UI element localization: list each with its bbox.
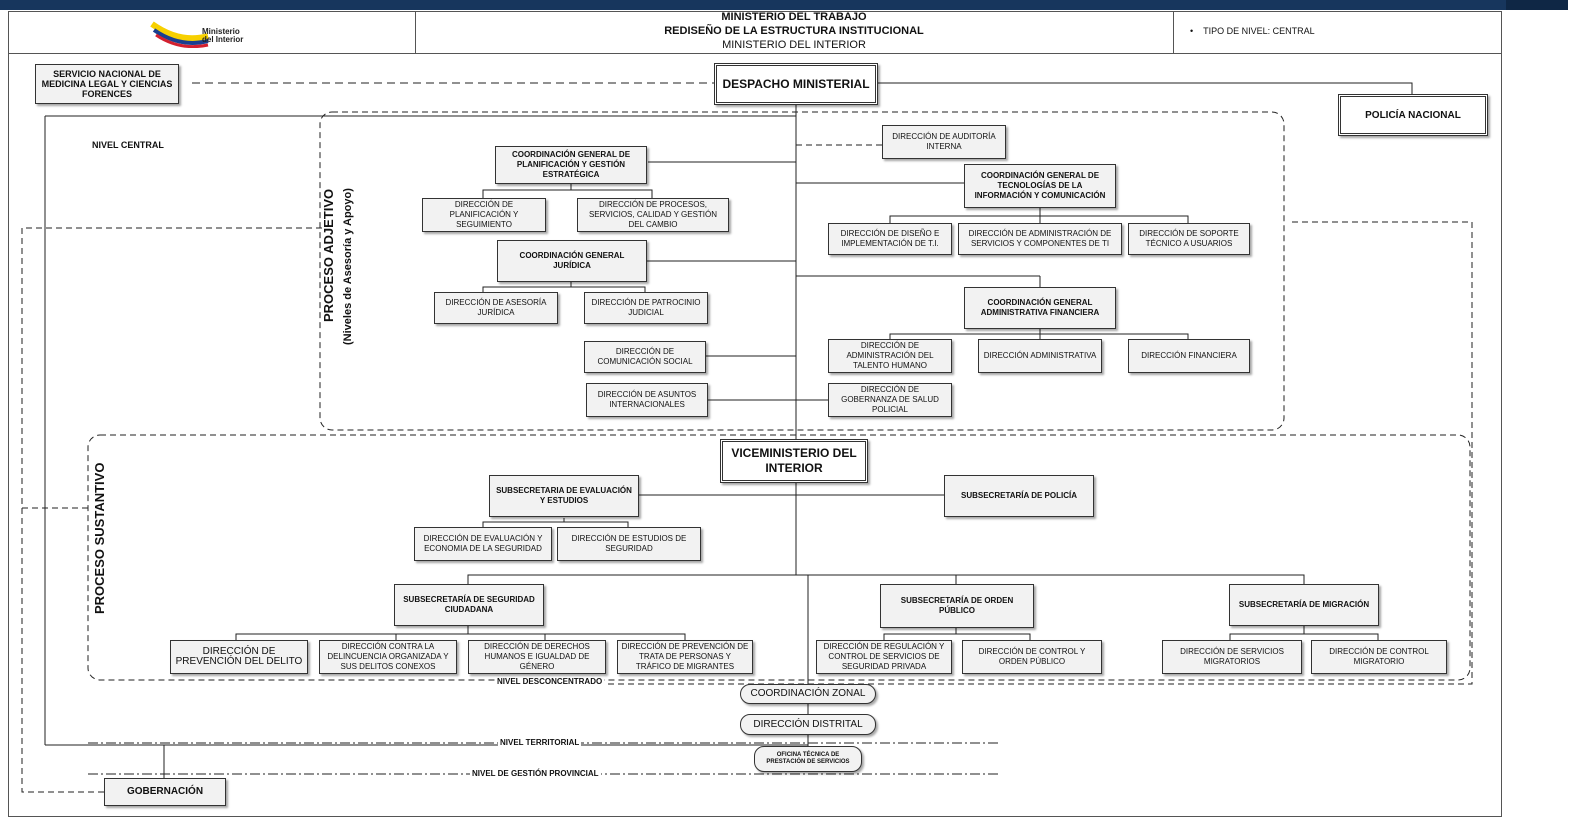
s-evaluacion-box: SUBSECRETARIA DE EVALUACIÓN Y ESTUDIOS [489, 475, 639, 517]
s-policia-box: SUBSECRETARÍA DE POLICÍA [944, 475, 1094, 517]
logo-text-2: del Interior [202, 35, 244, 44]
despacho-box: DESPACHO MINISTERIAL [714, 63, 878, 105]
viceministerio-box: VICEMINISTERIO DEL INTERIOR [720, 439, 868, 483]
d-prevencion-box: DIRECCIÓN DE PREVENCIÓN DEL DELITO [170, 640, 308, 674]
proceso-sustantivo-label: PROCESO SUSTANTIVO [92, 462, 107, 614]
d-regulacion-box: DIRECCIÓN DE REGULACIÓN Y CONTROL DE SER… [816, 640, 952, 674]
servicio-medicina-box: SERVICIO NACIONAL DE MEDICINA LEGAL Y CI… [35, 64, 179, 104]
tipo-nivel-text: TIPO DE NIVEL: CENTRAL [1203, 26, 1315, 36]
sustantivo-region [87, 434, 1471, 681]
header-tipo-cell [1173, 11, 1502, 54]
top-banner-right [1506, 0, 1568, 10]
oficina-tecnica-box: OFICINA TÉCNICA DE PRESTACIÓN DE SERVICI… [754, 746, 862, 772]
s-orden-box: SUBSECRETARÍA DE ORDEN PÚBLICO [880, 584, 1034, 628]
nivel-territorial-label: NIVEL TERRITORIAL [498, 738, 582, 747]
logo-text-1: Ministerio [202, 27, 240, 36]
d-planificacion-box: DIRECCIÓN DE PLANIFICACIÓN Y SEGUIMIENTO [422, 198, 546, 232]
d-procesos-box: DIRECCIÓN DE PROCESOS, SERVICIOS, CALIDA… [577, 198, 729, 232]
d-servicios-mig-box: DIRECCIÓN DE SERVICIOS MIGRATORIOS [1162, 640, 1302, 674]
coord-zonal-box: COORDINACIÓN ZONAL [740, 684, 876, 704]
d-control-mig-box: DIRECCIÓN DE CONTROL MIGRATORIO [1311, 640, 1447, 674]
title-line-2: REDISEÑO DE LA ESTRUCTURA INSTITUCIONAL [664, 25, 924, 37]
dir-distrital-box: DIRECCIÓN DISTRITAL [740, 714, 876, 735]
header-title: MINISTERIO DEL TRABAJO REDISEÑO DE LA ES… [415, 10, 1173, 52]
cg-tic-box: COORDINACIÓN GENERAL DE TECNOLOGÍAS DE L… [964, 164, 1116, 208]
auditoria-box: DIRECCIÓN DE AUDITORÍA INTERNA [882, 125, 1006, 159]
d-diseno-ti-box: DIRECCIÓN DE DISEÑO E IMPLEMENTACIÓN DE … [828, 223, 952, 255]
d-talento-box: DIRECCIÓN DE ADMINISTRACIÓN DEL TALENTO … [828, 339, 952, 373]
nivel-desconcentrado-label: NIVEL DESCONCENTRADO [495, 677, 605, 686]
d-patrocinio-box: DIRECCIÓN DE PATROCINIO JUDICIAL [584, 292, 708, 324]
d-delincuencia-box: DIRECCIÓN CONTRA LA DELINCUENCIA ORGANIZ… [319, 640, 457, 674]
title-line-3: MINISTERIO DEL INTERIOR [722, 39, 866, 51]
d-administrativa-box: DIRECCIÓN ADMINISTRATIVA [978, 339, 1102, 373]
cg-planificacion-box: COORDINACIÓN GENERAL DE PLANIFICACIÓN Y … [495, 146, 647, 184]
d-financiera-box: DIRECCIÓN FINANCIERA [1128, 339, 1250, 373]
nivel-central-label: NIVEL CENTRAL [92, 140, 164, 150]
flag-swoosh-icon [150, 21, 209, 49]
s-migracion-box: SUBSECRETARÍA DE MIGRACIÓN [1229, 584, 1379, 626]
cg-administrativa-box: COORDINACIÓN GENERAL ADMINISTRATIVA FINA… [964, 287, 1116, 329]
d-comunicacion-box: DIRECCIÓN DE COMUNICACIÓN SOCIAL [584, 341, 706, 373]
cg-juridica-box: COORDINACIÓN GENERAL JURÍDICA [497, 240, 647, 282]
top-banner [0, 0, 1568, 10]
proceso-adjetivo-sub: (Niveles de Asesoría y Apoyo) [342, 188, 354, 345]
policia-nacional-box: POLICÍA NACIONAL [1338, 94, 1488, 136]
d-admin-servicios-box: DIRECCIÓN DE ADMINISTRACIÓN DE SERVICIOS… [958, 223, 1122, 255]
d-derechos-box: DIRECCIÓN DE DERECHOS HUMANOS E IGUALDAD… [468, 640, 606, 674]
d-soporte-box: DIRECCIÓN DE SOPORTE TÉCNICO A USUARIOS [1128, 223, 1250, 255]
d-asuntos-int-box: DIRECCIÓN DE ASUNTOS INTERNACIONALES [586, 383, 708, 417]
nivel-provincial-label: NIVEL DE GESTIÓN PROVINCIAL [470, 769, 601, 778]
d-control-orden-box: DIRECCIÓN DE CONTROL Y ORDEN PÚBLICO [962, 640, 1102, 674]
d-asesoria-box: DIRECCIÓN DE ASESORÍA JURÍDICA [434, 292, 558, 324]
d-salud-policial-box: DIRECCIÓN DE GOBERNANZA DE SALUD POLICIA… [828, 383, 952, 417]
proceso-adjetivo-label: PROCESO ADJETIVO [321, 188, 336, 322]
d-estudios-box: DIRECCIÓN DE ESTUDIOS DE SEGURIDAD [557, 527, 701, 561]
tipo-nivel: • TIPO DE NIVEL: CENTRAL [1190, 26, 1315, 36]
gobernacion-box: GOBERNACIÓN [104, 778, 226, 806]
d-evaluacion-box: DIRECCIÓN DE EVALUACIÓN Y ECONOMIA DE LA… [414, 527, 552, 561]
title-line-1: MINISTERIO DEL TRABAJO [721, 11, 867, 23]
s-seguridad-box: SUBSECRETARÍA DE SEGURIDAD CIUDADANA [394, 584, 544, 626]
d-trata-box: DIRECCIÓN DE PREVENCIÓN DE TRATA DE PERS… [617, 640, 753, 674]
adjetivo-region [319, 111, 1285, 431]
